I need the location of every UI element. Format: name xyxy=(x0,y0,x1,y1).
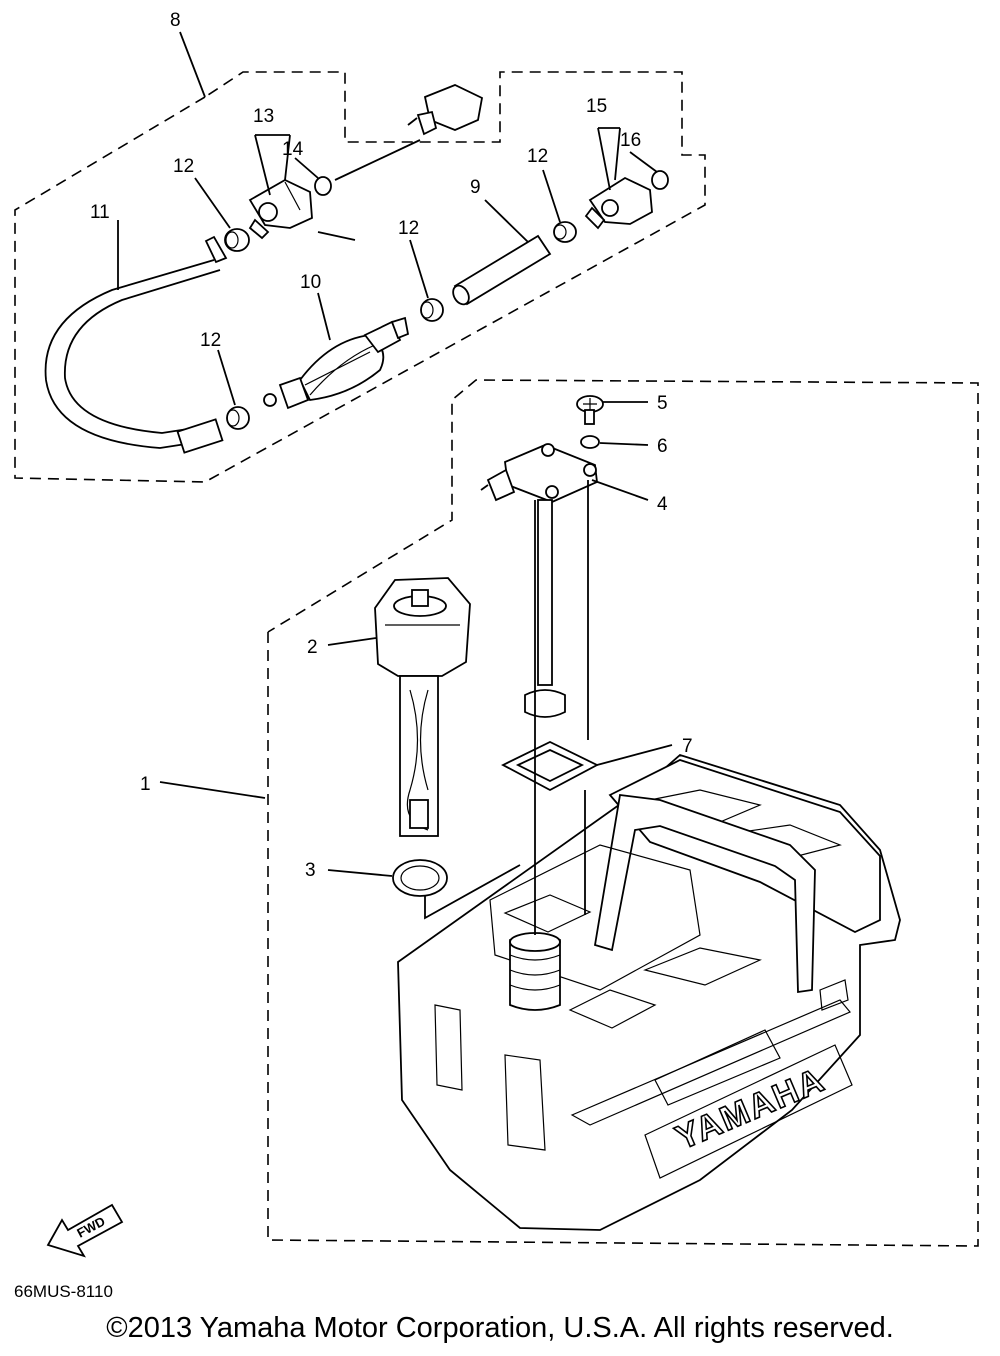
callout-2: 2 xyxy=(307,637,318,658)
copyright-notice: ©2013 Yamaha Motor Corporation, U.S.A. A… xyxy=(106,1312,894,1344)
washer-6 xyxy=(580,435,600,449)
hose-11 xyxy=(44,235,228,454)
o-ring-16 xyxy=(651,170,669,190)
fuel-tank-1: YAMAHA xyxy=(397,753,901,1231)
callout-9: 9 xyxy=(470,177,481,198)
callout-16: 16 xyxy=(620,130,641,151)
leader-lines xyxy=(117,31,673,935)
callout-12-d: 12 xyxy=(200,330,221,351)
gasket-7 xyxy=(501,740,599,792)
callout-12-b: 12 xyxy=(398,218,419,239)
callouts: 8 11 12 13 14 9 12 15 16 12 10 12 5 6 4 … xyxy=(90,10,693,881)
fwd-arrow-icon: FWD xyxy=(46,1203,124,1258)
callout-7: 7 xyxy=(682,736,693,757)
connector-15 xyxy=(584,176,653,230)
clamp-12-b xyxy=(420,298,444,322)
callout-5: 5 xyxy=(657,393,668,414)
clamp-12-d xyxy=(226,406,250,430)
callout-6: 6 xyxy=(657,436,668,457)
callout-4: 4 xyxy=(657,494,668,515)
cap-gasket-3 xyxy=(392,859,448,897)
callout-15: 15 xyxy=(586,96,607,117)
clamp-12-a xyxy=(224,228,250,252)
hose-9 xyxy=(452,234,552,306)
tank-joint-connector xyxy=(334,84,484,181)
tank-group-outline xyxy=(267,379,979,1247)
drawing-code: 66MUS-8110 xyxy=(14,1282,113,1301)
primer-bulb-10 xyxy=(263,316,410,410)
fuel-cap-2 xyxy=(374,577,471,837)
o-ring-14 xyxy=(314,176,332,196)
callout-8: 8 xyxy=(170,10,181,31)
callout-14: 14 xyxy=(282,139,304,160)
fuel-joint-4 xyxy=(480,443,598,718)
callout-1: 1 xyxy=(140,774,151,795)
screw-5 xyxy=(576,395,604,425)
callout-11: 11 xyxy=(90,202,110,223)
callout-12-c: 12 xyxy=(527,146,548,167)
callout-10: 10 xyxy=(300,272,321,293)
callout-13: 13 xyxy=(253,106,274,127)
fuel-line-group-outline xyxy=(14,71,706,483)
connector-13 xyxy=(248,178,313,240)
callout-3: 3 xyxy=(305,860,316,881)
callout-12-a: 12 xyxy=(173,156,194,177)
clamp-12-c xyxy=(553,221,577,243)
